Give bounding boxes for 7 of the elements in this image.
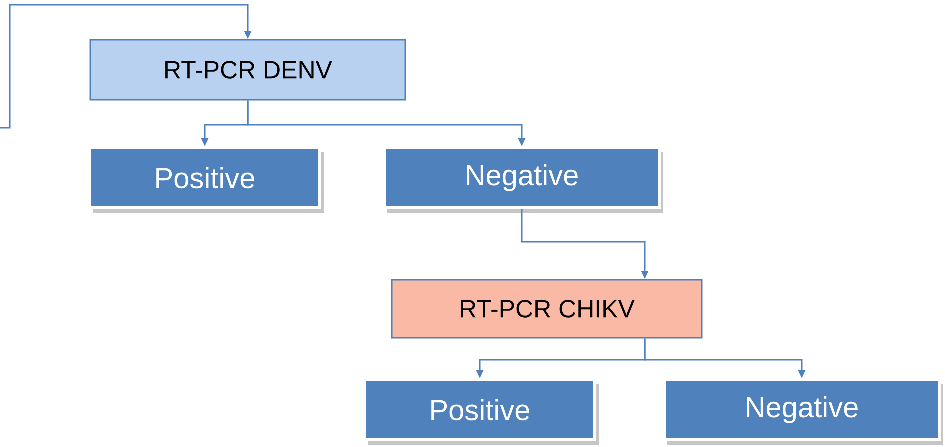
result-box: Positive xyxy=(88,146,324,213)
test-box: RT-PCR DENV xyxy=(90,39,406,101)
result-box: Negative xyxy=(663,378,943,445)
test-box: RT-PCR CHIKV xyxy=(391,279,703,339)
result-box: Positive xyxy=(364,378,599,445)
result-box: Negative xyxy=(383,146,663,213)
arrow xyxy=(0,4,252,129)
